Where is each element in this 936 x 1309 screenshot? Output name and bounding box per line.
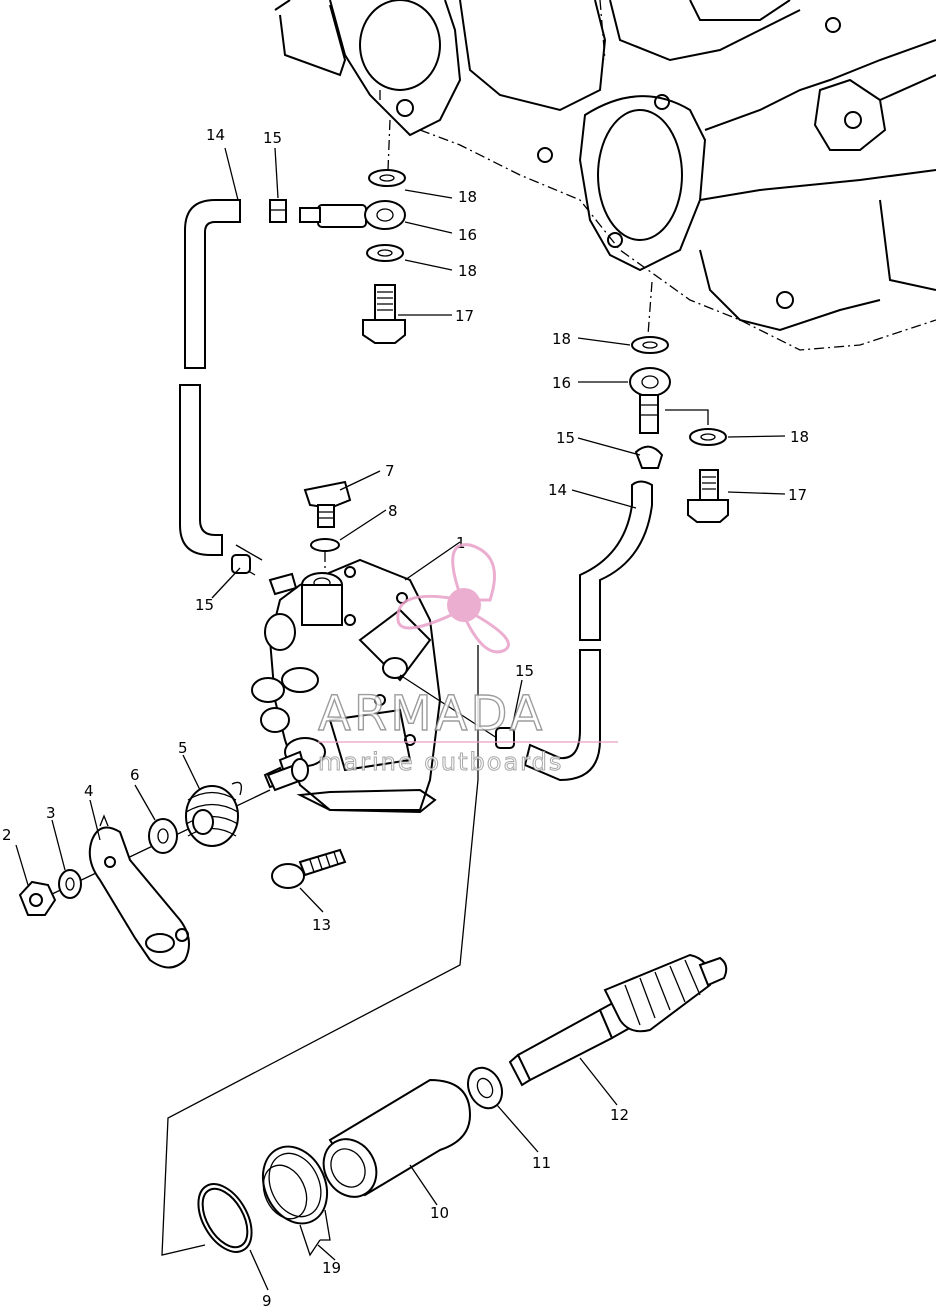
callout-13: 13 bbox=[312, 916, 331, 934]
hose-14-a bbox=[184, 199, 241, 369]
watermark-tagline: marine outboards bbox=[318, 748, 563, 776]
bushing-10 bbox=[322, 1078, 472, 1198]
callout-16: 16 bbox=[458, 226, 477, 244]
washer-11 bbox=[466, 1066, 504, 1110]
callout-18: 18 bbox=[458, 188, 477, 206]
callout-15: 15 bbox=[556, 429, 575, 447]
bolt-7 bbox=[303, 480, 352, 510]
clip-15-a bbox=[269, 199, 287, 223]
washer-18-b bbox=[366, 244, 404, 262]
callout-12: 12 bbox=[610, 1106, 629, 1124]
washer-18-c bbox=[631, 336, 669, 354]
clip-15-d bbox=[495, 727, 515, 749]
callout-15: 15 bbox=[263, 129, 282, 147]
union-bolt-17-b bbox=[699, 469, 719, 501]
callout-9: 9 bbox=[262, 1292, 272, 1309]
callout-10: 10 bbox=[430, 1204, 449, 1222]
callout-18: 18 bbox=[790, 428, 809, 446]
callout-15: 15 bbox=[515, 662, 534, 680]
hose-14-b bbox=[579, 480, 653, 641]
callout-17: 17 bbox=[455, 307, 474, 325]
washer-6 bbox=[148, 818, 178, 854]
callout-7: 7 bbox=[385, 462, 395, 480]
clip-15-b bbox=[231, 554, 251, 574]
armada-watermark: ARMADA marine outboards bbox=[317, 543, 618, 777]
screw-13 bbox=[271, 848, 347, 889]
control-linkage bbox=[18, 758, 309, 969]
callout-5: 5 bbox=[178, 739, 188, 757]
callout-3: 3 bbox=[46, 804, 56, 822]
callout-8: 8 bbox=[388, 502, 398, 520]
washer-18-a bbox=[368, 169, 406, 187]
lockwasher-3 bbox=[58, 869, 82, 899]
callout-14: 14 bbox=[206, 126, 225, 144]
engine-block bbox=[274, 0, 936, 351]
propeller-logo-icon bbox=[396, 543, 510, 654]
callout-14: 14 bbox=[548, 481, 567, 499]
callout-1: 1 bbox=[456, 534, 466, 552]
upper-fitting-group bbox=[179, 119, 406, 576]
callout-15: 15 bbox=[195, 596, 214, 614]
hose-14-b-lower bbox=[523, 649, 601, 782]
spring-5 bbox=[185, 781, 243, 847]
washer-18-d bbox=[689, 428, 727, 446]
callout-19: 19 bbox=[322, 1259, 341, 1277]
washer-8 bbox=[310, 538, 340, 552]
callout-17: 17 bbox=[788, 486, 807, 504]
right-fitting-group bbox=[523, 281, 729, 782]
callout-2: 2 bbox=[2, 826, 12, 844]
nut-2 bbox=[18, 880, 57, 916]
driven-gear-12 bbox=[508, 953, 728, 1087]
callout-16: 16 bbox=[552, 374, 571, 392]
driven-gear-assembly bbox=[161, 645, 728, 1257]
seal-19 bbox=[261, 1145, 331, 1257]
clip-15-c bbox=[634, 445, 664, 469]
hose-14-a-lower bbox=[179, 384, 223, 556]
union-bolt-17-a bbox=[374, 284, 396, 321]
watermark-brand: ARMADA bbox=[318, 686, 545, 742]
callout-18: 18 bbox=[458, 262, 477, 280]
union-bolt-fitting-16-b bbox=[629, 367, 671, 397]
callout-18: 18 bbox=[552, 330, 571, 348]
callout-4: 4 bbox=[84, 782, 94, 800]
leader-lines bbox=[15, 147, 786, 1291]
callout-labels: 14 15 18 16 18 17 18 16 15 18 14 17 7 8 … bbox=[2, 126, 809, 1309]
callout-11: 11 bbox=[532, 1154, 551, 1172]
union-bolt-fitting-16-a bbox=[317, 204, 367, 228]
callout-6: 6 bbox=[130, 766, 140, 784]
